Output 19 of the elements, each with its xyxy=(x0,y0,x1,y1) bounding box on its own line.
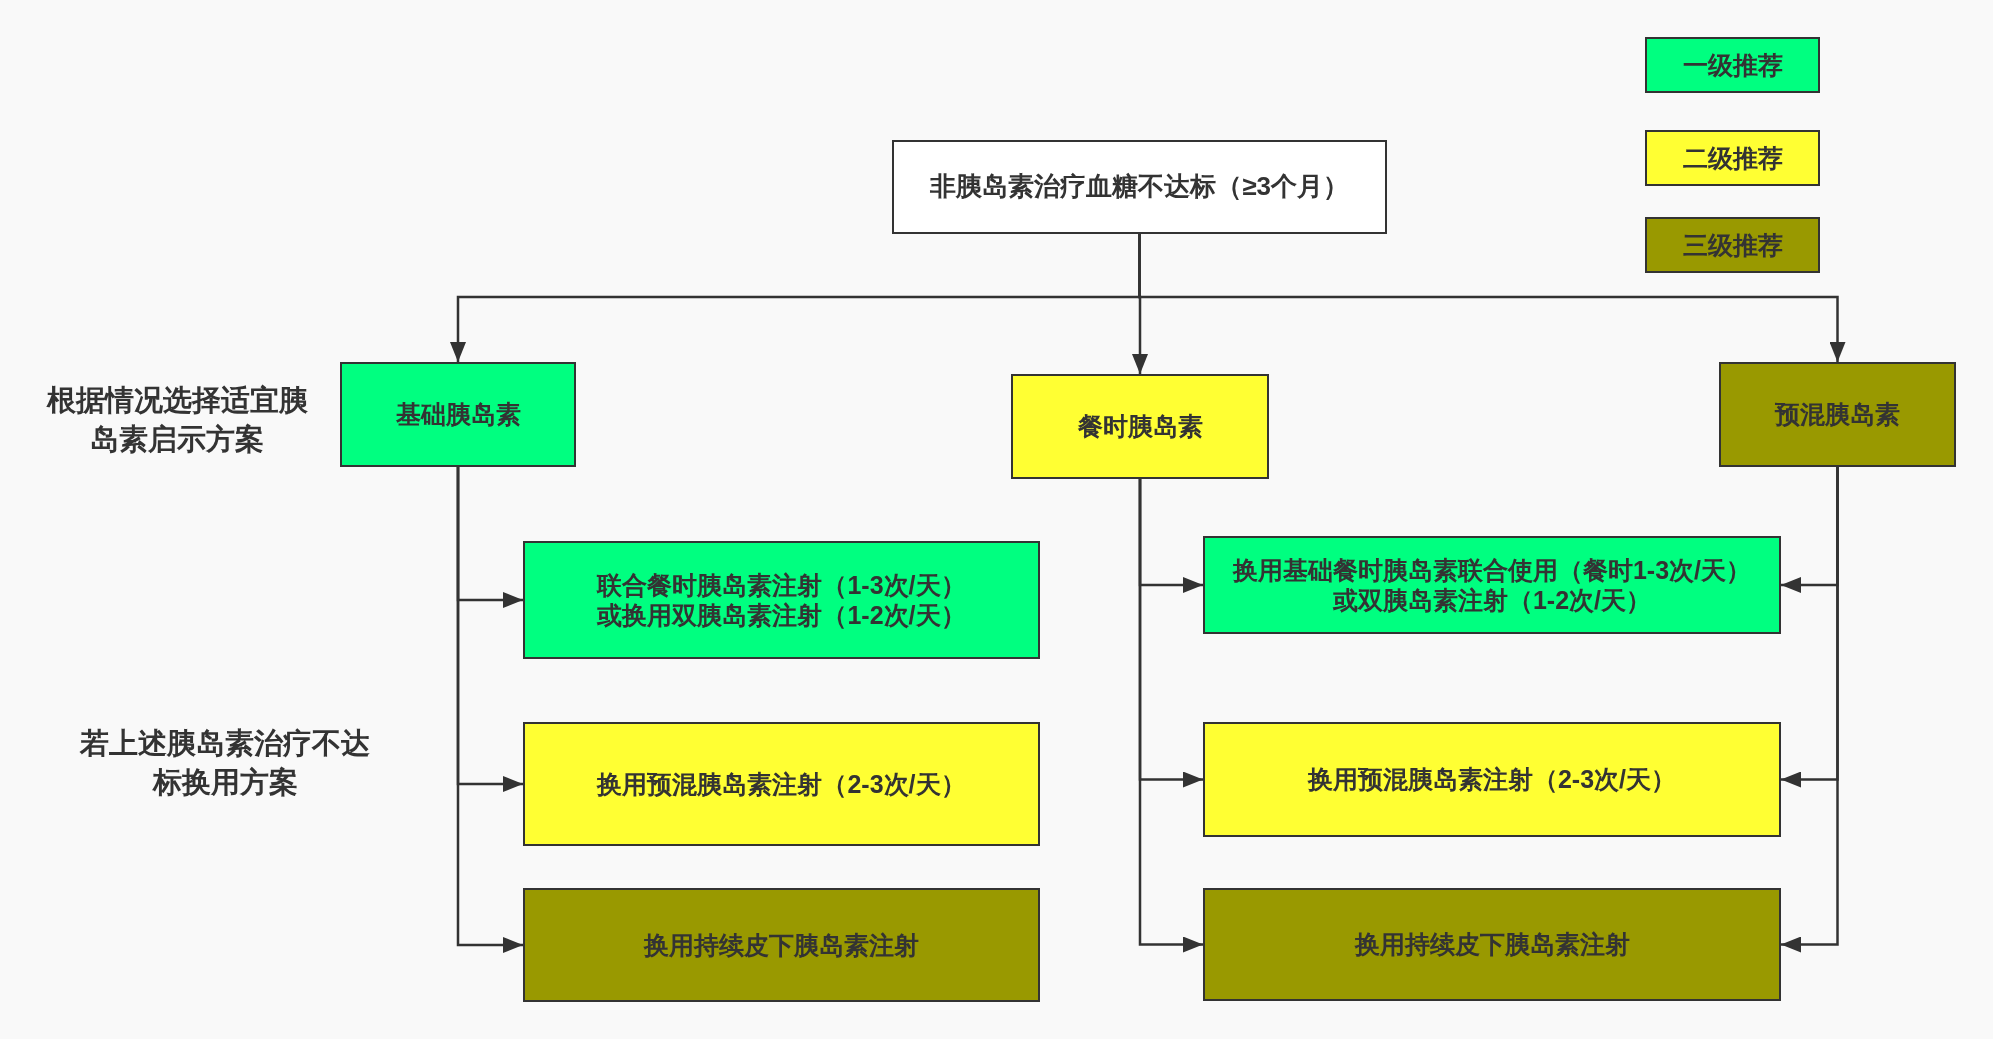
side-note: 根据情况选择适宜胰岛素启示方案 xyxy=(45,383,309,457)
process-box: 换用持续皮下胰岛素注射 xyxy=(1203,888,1781,1001)
arrow xyxy=(456,467,523,953)
legend-key: 二级推荐 xyxy=(1645,130,1820,186)
process-box: 换用基础餐时胰岛素联合使用（餐时1-3次/天）或双胰岛素注射（1-2次/天） xyxy=(1203,536,1781,634)
legend-key: 一级推荐 xyxy=(1645,37,1820,93)
process-box: 非胰岛素治疗血糖不达标（≥3个月） xyxy=(892,140,1387,234)
arrow xyxy=(1781,467,1839,953)
process-box: 换用持续皮下胰岛素注射 xyxy=(523,888,1040,1002)
process-box: 预混胰岛素 xyxy=(1719,362,1956,467)
arrow xyxy=(1138,479,1203,953)
process-box: 换用预混胰岛素注射（2-3次/天） xyxy=(523,722,1040,846)
legend-key: 三级推荐 xyxy=(1645,217,1820,273)
process-box: 餐时胰岛素 xyxy=(1011,374,1269,479)
process-box: 联合餐时胰岛素注射（1-3次/天）或换用双胰岛素注射（1-2次/天） xyxy=(523,541,1040,659)
side-note: 若上述胰岛素治疗不达标换用方案 xyxy=(79,726,371,800)
process-box: 基础胰岛素 xyxy=(340,362,576,467)
process-box: 换用预混胰岛素注射（2-3次/天） xyxy=(1203,722,1781,837)
arrow xyxy=(1138,234,1846,362)
